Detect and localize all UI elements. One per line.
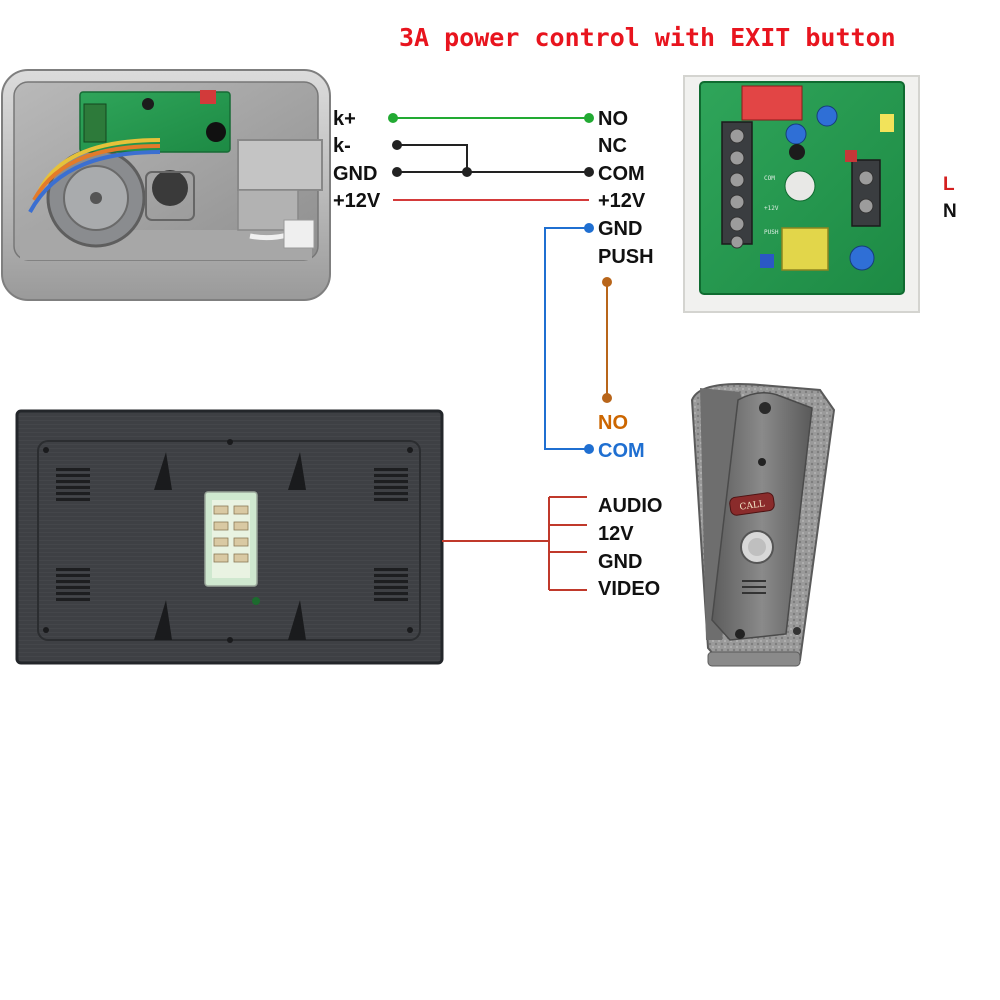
controller-terminal-no: NO bbox=[598, 108, 628, 130]
mains-neutral-label: N bbox=[943, 201, 957, 222]
monitor-terminal-gnd: GND bbox=[598, 551, 642, 573]
monitor-terminal-audio: AUDIO bbox=[598, 495, 662, 517]
exit-terminal-com: COM bbox=[598, 440, 645, 462]
call-label: CALL bbox=[739, 499, 766, 512]
svg-text:COM: COM bbox=[764, 175, 775, 182]
svg-text:+12V: +12V bbox=[764, 205, 779, 212]
controller-terminal-gnd: GND bbox=[598, 218, 642, 240]
controller-terminal-12v: +12V bbox=[598, 190, 646, 212]
svg-text:PUSH: PUSH bbox=[764, 229, 779, 236]
mains-live-label: L bbox=[943, 174, 955, 195]
lock-terminal-k-minus: k- bbox=[333, 135, 351, 157]
controller-terminal-com: COM bbox=[598, 163, 645, 185]
controller-terminal-nc: NC bbox=[598, 135, 627, 157]
controller-terminal-labels: NO NC COM +12V GND PUSH bbox=[598, 108, 654, 268]
lock-terminal-12v: +12V bbox=[333, 190, 381, 212]
controller-to-exit-wires bbox=[544, 223, 612, 454]
lock-terminal-labels: k+ k- GND +12V bbox=[333, 108, 381, 212]
lock-terminal-k-plus: k+ bbox=[333, 108, 356, 130]
controller-terminal-push: PUSH bbox=[598, 246, 654, 268]
monitor-terminal-video: VIDEO bbox=[598, 578, 660, 600]
lock-to-controller-wires bbox=[388, 113, 594, 201]
exit-terminal-no: NO bbox=[598, 412, 628, 434]
monitor-wires bbox=[442, 496, 587, 591]
monitor-terminal-labels: AUDIO 12V GND VIDEO bbox=[598, 495, 662, 600]
outdoor-call-station-image: CALL bbox=[690, 383, 836, 667]
diagram-title: 3A power control with EXIT button bbox=[399, 23, 896, 52]
lock-terminal-gnd: GND bbox=[333, 163, 377, 185]
electric-lock-image bbox=[1, 69, 331, 301]
power-controller-image: COM +12V PUSH bbox=[683, 75, 920, 313]
wire-gnd-exit-com bbox=[544, 227, 589, 450]
indoor-monitor-image bbox=[15, 409, 444, 665]
wire-kminus-com bbox=[397, 144, 468, 172]
monitor-terminal-12v: 12V bbox=[598, 523, 634, 545]
